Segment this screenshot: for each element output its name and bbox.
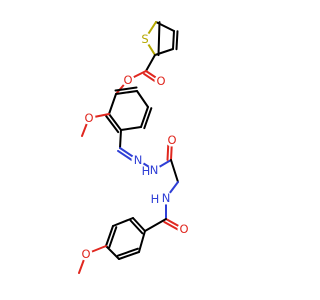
- double-bond-ts2-ts3: [175, 30, 179, 51]
- double-bond-b1-b2: [129, 219, 144, 235]
- methoxy-oxygen-upper-background: [82, 111, 96, 125]
- carbonyl-oxygen-ester-label: O: [156, 74, 165, 88]
- bond-c2-c3: [170, 159, 179, 183]
- bond-layer: [78, 21, 185, 274]
- bond-a6-a1: [115, 90, 138, 95]
- bond-a2-a3: [108, 113, 122, 131]
- sulfur-atom: S: [138, 32, 152, 46]
- bond-b2-b3: [112, 217, 134, 227]
- bond-a1-a2: [108, 93, 117, 115]
- amide-hydrogen-label: H: [151, 192, 160, 206]
- bond-b4-b5: [105, 245, 120, 260]
- hydrazide-carbonyl-oxygen-label: O: [167, 133, 176, 147]
- methoxy-oxygen-lower: O: [79, 247, 93, 261]
- bond-b6-b1: [138, 230, 146, 253]
- bond-ts4-tc: [145, 54, 156, 72]
- double-bond-a6-a1: [114, 86, 138, 92]
- methoxy-oxygen-lower-background: [79, 247, 93, 261]
- amide-carbonyl-oxygen-background: [177, 222, 191, 236]
- bond-c4-b1: [144, 218, 167, 232]
- double-bond-b3-b4: [108, 226, 118, 249]
- methoxy-oxygen-lower-label: O: [81, 247, 90, 261]
- amide-carbonyl-oxygen-label: O: [179, 222, 188, 236]
- methoxy-oxygen-upper: O: [82, 111, 96, 125]
- bond-a3-c1: [119, 129, 122, 149]
- imine-nitrogen-label: N: [134, 153, 143, 167]
- hydrazide-nitrogen-background: [147, 163, 161, 177]
- ester-oxygen: O: [121, 73, 135, 87]
- bond-ts2-ts3: [172, 30, 175, 50]
- bond-b5-b6: [118, 251, 140, 260]
- hydrazide-carbonyl-oxygen: O: [165, 133, 179, 147]
- bond-b3-b4: [105, 225, 114, 247]
- imine-nitrogen: N: [131, 153, 145, 167]
- imine-nitrogen-background: [131, 153, 145, 167]
- amide-nitrogen: N: [159, 191, 173, 205]
- hydrazide-hydrogen-label: H: [142, 164, 151, 178]
- amide-nitrogen-label: N: [162, 191, 171, 205]
- double-bond-a2-a3: [105, 115, 120, 134]
- bond-a3-a4: [120, 126, 142, 131]
- carbonyl-oxygen-ester: O: [154, 74, 168, 88]
- sulfur-atom-label: S: [141, 32, 148, 46]
- ester-oxygen-label: O: [123, 73, 132, 87]
- bond-a4-a5: [140, 106, 149, 128]
- hydrazide-nitrogen-label: N: [150, 163, 159, 177]
- bond-b1-b2: [132, 217, 146, 232]
- amide-carbonyl-oxygen: O: [177, 222, 191, 236]
- double-bond-a4-a5: [143, 107, 153, 130]
- sulfur-atom-background: [138, 32, 152, 46]
- hydrazide-nitrogen: N: [147, 163, 161, 177]
- methoxy-oxygen-upper-label: O: [84, 111, 93, 125]
- bond-a5-a6: [136, 90, 149, 108]
- ester-oxygen-background: [121, 73, 135, 87]
- double-bond-b5-b6: [116, 247, 139, 257]
- carbonyl-oxygen-ester-background: [154, 74, 168, 88]
- amide-nitrogen-background: [159, 191, 173, 205]
- hydrazide-carbonyl-oxygen-background: [165, 133, 179, 147]
- double-bond-ts4-ts1: [157, 21, 161, 57]
